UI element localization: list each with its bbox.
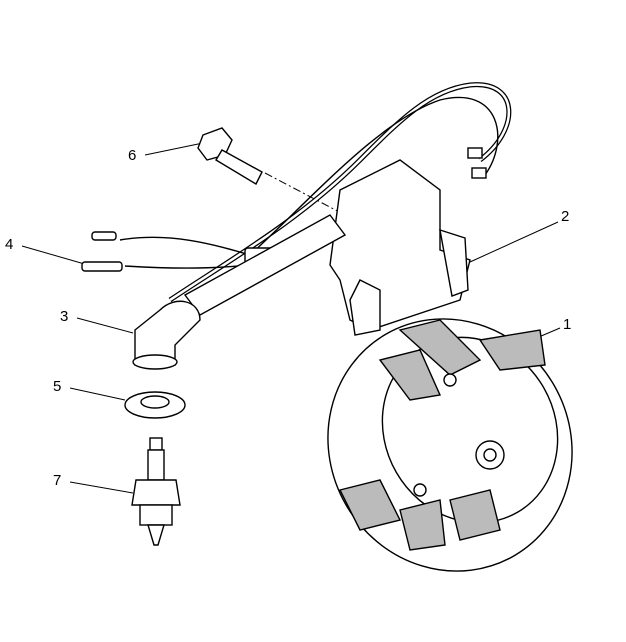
bolt-drawing bbox=[197, 127, 263, 185]
callout-6: 6 bbox=[128, 147, 137, 164]
boot-seal-drawing bbox=[124, 391, 186, 419]
leader-4 bbox=[21, 245, 89, 266]
leader-3 bbox=[76, 317, 134, 334]
leader-5 bbox=[69, 387, 126, 401]
flywheel-drawing bbox=[327, 318, 573, 572]
bolt-axis bbox=[264, 172, 346, 216]
callout-7: 7 bbox=[53, 472, 62, 489]
leader-7 bbox=[69, 481, 134, 494]
callout-5: 5 bbox=[53, 378, 62, 395]
leader-6 bbox=[144, 142, 204, 156]
leader-2 bbox=[469, 221, 559, 263]
spark-plug-drawing bbox=[131, 437, 181, 546]
ignition-coil-drawing bbox=[183, 159, 471, 336]
callout-4: 4 bbox=[5, 236, 14, 253]
callout-3: 3 bbox=[60, 308, 69, 325]
callout-1: 1 bbox=[563, 316, 572, 333]
spark-boot-drawing bbox=[132, 300, 201, 370]
callout-2: 2 bbox=[561, 208, 570, 225]
